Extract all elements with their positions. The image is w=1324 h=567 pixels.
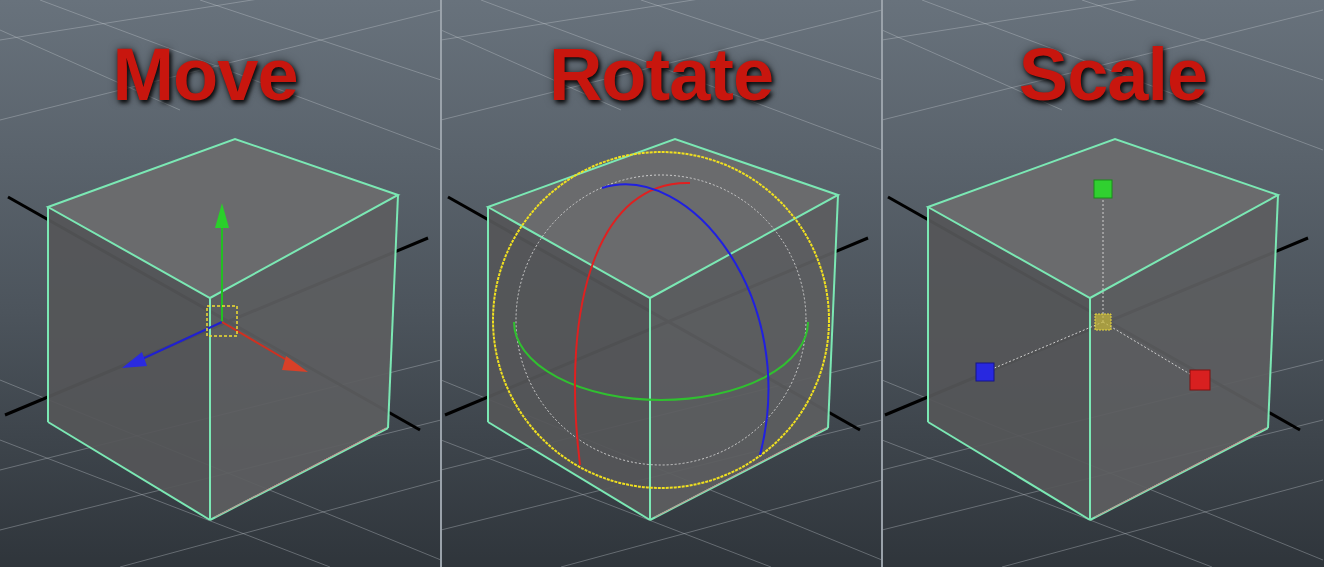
cube [5, 139, 428, 520]
tool-title: Rotate [549, 38, 773, 112]
cube [885, 139, 1308, 520]
tool-title: Scale [1019, 38, 1207, 112]
move-gizmo [122, 203, 308, 372]
scale-gizmo [976, 180, 1210, 390]
rotate-gizmo [493, 152, 829, 488]
tool-title: Move [112, 38, 297, 112]
cube [445, 139, 868, 520]
